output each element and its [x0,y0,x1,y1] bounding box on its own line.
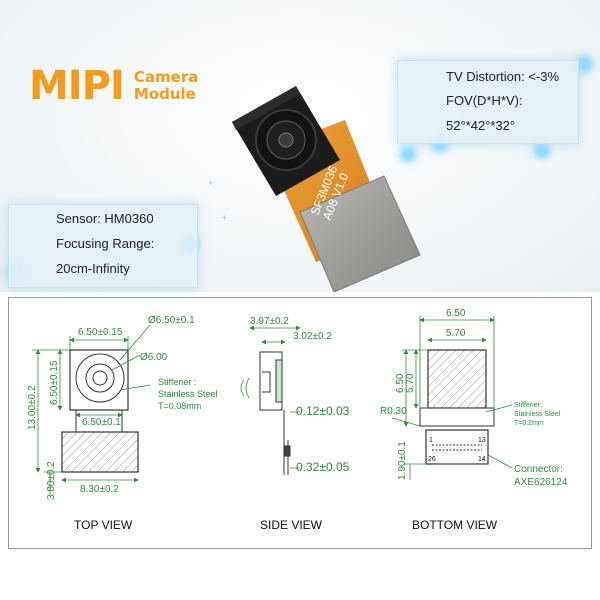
mechanical-drawing-frame [8,297,592,549]
dim-bottom-radius: R0.30 [380,406,407,417]
side-view-dims [240,325,301,469]
top-note-line3: T=0.08mm [158,401,201,411]
dim-bottom-w1: 6.50 [446,308,466,319]
brand-logo: MIPI Camera Module [29,66,198,106]
top-view-housing [69,349,129,411]
dim-top-width: 6.50±0.15 [78,327,123,338]
pin-14: 14 [478,456,486,463]
bottom-view-stiffener [419,407,495,427]
dim-stiffener-width: 8.30±0.2 [80,484,119,495]
spec-line: Sensor: HM0360 [56,211,154,226]
pin-1: 1 [429,437,433,444]
glow-dot [580,60,588,68]
logo-line-module: Module [133,85,196,103]
top-view-lens-mid [85,363,115,393]
sparkle-glyph: + [208,178,214,188]
dim-bottom-h2: 5.70 [405,373,416,393]
top-view-dims [32,324,151,496]
bottom-connector-line1: Connector: [514,464,563,475]
dim-lens-dia-a: Ø6.50±0.1 [148,315,195,326]
logo-subtitle: Camera Module [134,69,198,103]
dim-bottom-w2: 5.70 [446,328,466,339]
logo-mipi-text: MIPI [29,63,125,109]
top-note-line1: Stiffener : [158,377,196,387]
glow-dot [436,140,444,148]
camera-module-illustration: SF3M036 A08 V1.0 [232,86,421,292]
bottom-connector-line2: AXE626124 [514,477,568,488]
pin-13: 13 [478,437,486,444]
bottom-view-connector [425,429,489,465]
side-view-connector [284,445,291,457]
sparkle-glyph: + [222,213,228,223]
spec-line: Focusing Range: [56,236,155,251]
lens-housing-top [232,86,300,130]
dim-side-d2: 3.02±0.2 [293,331,332,342]
label-side-view: SIDE VIEW [260,518,323,532]
dim-left-height: 6.50±0.15 [49,360,60,405]
dim-side-d1: 3.97±0.2 [250,316,289,327]
bottom-view-housing [427,349,487,409]
top-view-lens-outer [75,353,125,403]
spec-line: 52°*42°*32° [446,118,516,133]
bottom-stiffener-line3: T=0.2mm [514,420,544,427]
dim-stiffener-height: 3.80±0.2 [46,461,57,500]
dim-lens-dia-b: Ø6.00 [140,352,168,363]
dim-bottom-conn-h: 1.90±0.1 [397,441,408,480]
top-view-lens-inner [92,370,108,386]
lens-glass [278,132,294,148]
label-top-view: TOP VIEW [74,518,133,532]
bottom-view [419,349,495,465]
dim-side-d3: 0.12±0.03 [296,404,350,418]
top-note-line2: Stainless Steel [158,389,218,399]
bottom-stiffener-line1: Stiffener: [514,402,542,409]
dim-bottom-h1: 6.50 [395,373,406,393]
stiffener-plate [299,175,421,292]
label-bottom-view: BOTTOM VIEW [412,518,498,532]
top-view-stiffener [61,431,139,473]
dim-mid-width: 6.50±0.1 [82,417,121,428]
logo-line-camera: Camera [133,68,199,86]
glow-dot [538,146,546,154]
side-view-sensor [275,359,283,403]
top-view [61,349,139,473]
spec-line: FOV(D*H*V): [446,93,523,108]
spec-box-optics: TV Distortion: <-3% FOV(D*H*V): 52°*42°*… [397,60,579,144]
spec-box-sensor: Sensor: HM0360 Focusing Range: 20cm-Infi… [8,204,198,288]
spec-line: TV Distortion: <-3% [446,69,560,84]
bottom-view-dims [391,316,513,480]
dim-side-d4: 0.32±0.05 [296,460,350,474]
pin-26: 26 [428,456,436,463]
spec-line: 20cm-Infinity [56,261,130,276]
side-view [259,351,291,475]
glow-dot [404,150,412,158]
dim-total-height: 13.00±0.2 [27,385,38,430]
bottom-stiffener-line2: Stainless Steel [514,411,561,418]
